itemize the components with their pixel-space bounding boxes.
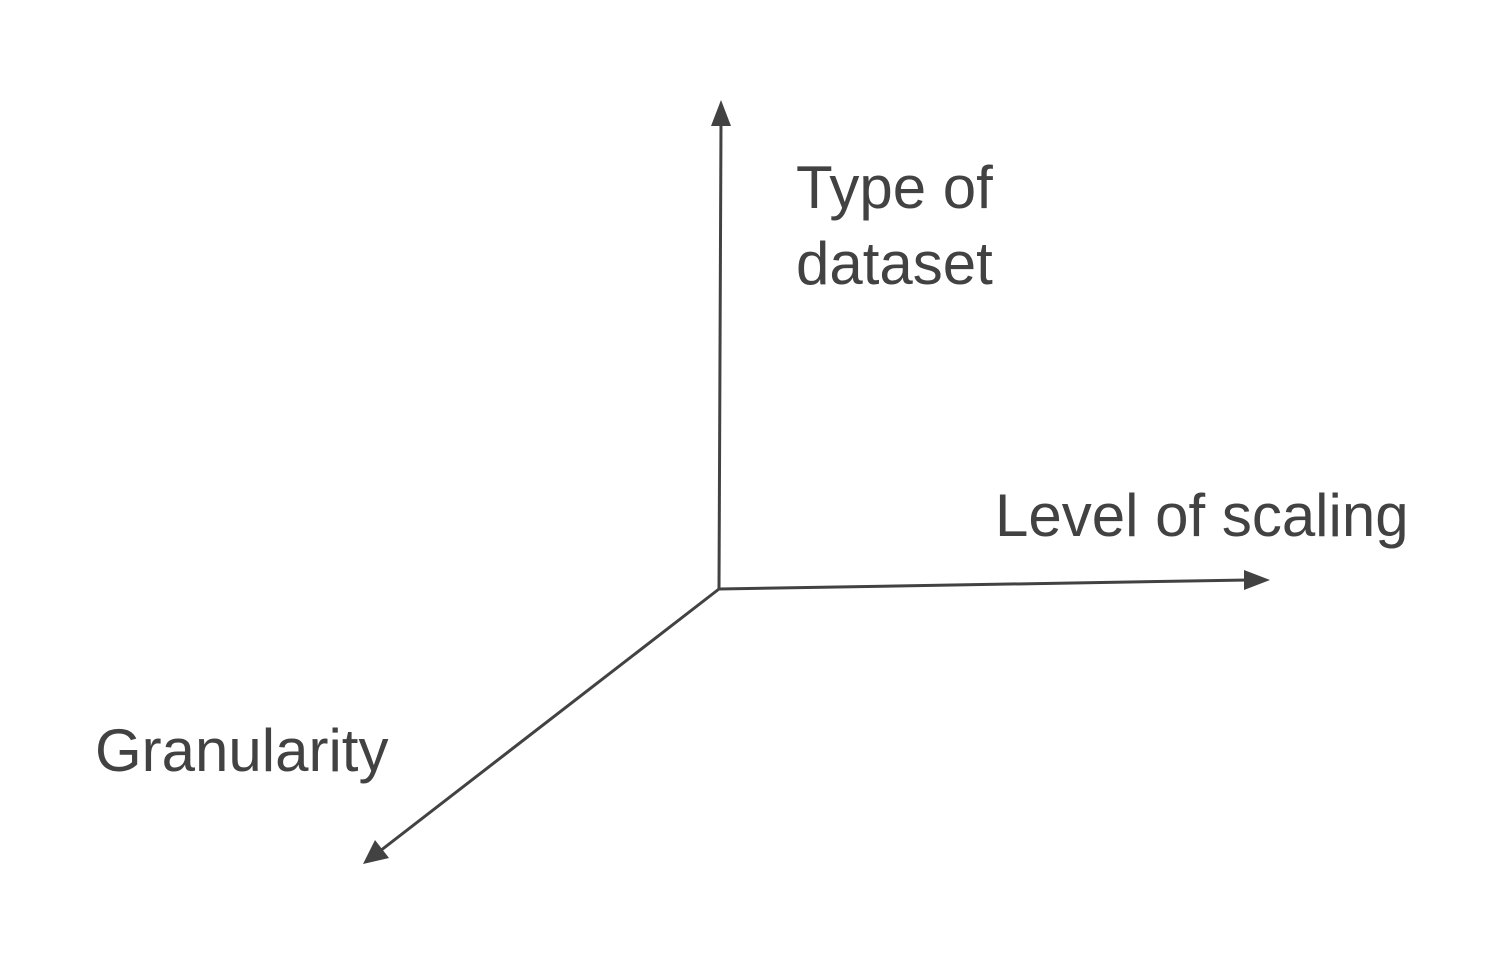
horizontal-axis-line [718, 578, 1249, 591]
horizontal-axis-label: Level of scaling [995, 482, 1409, 549]
vertical-axis-label-line1: Type of [796, 154, 993, 221]
horizontal-arrowhead-icon [1244, 570, 1270, 590]
vertical-axis-label: Type of dataset [796, 150, 993, 302]
vertical-arrowhead-icon [711, 100, 731, 126]
diagonal-arrowhead-icon [363, 840, 389, 864]
axes-group [379, 121, 1249, 853]
arrowheads-group [363, 100, 1270, 864]
vertical-axis-label-line2: dataset [796, 230, 993, 297]
vertical-axis-line [717, 121, 723, 590]
diagonal-axis-line [379, 587, 720, 853]
diagonal-axis-label: Granularity [95, 717, 389, 784]
